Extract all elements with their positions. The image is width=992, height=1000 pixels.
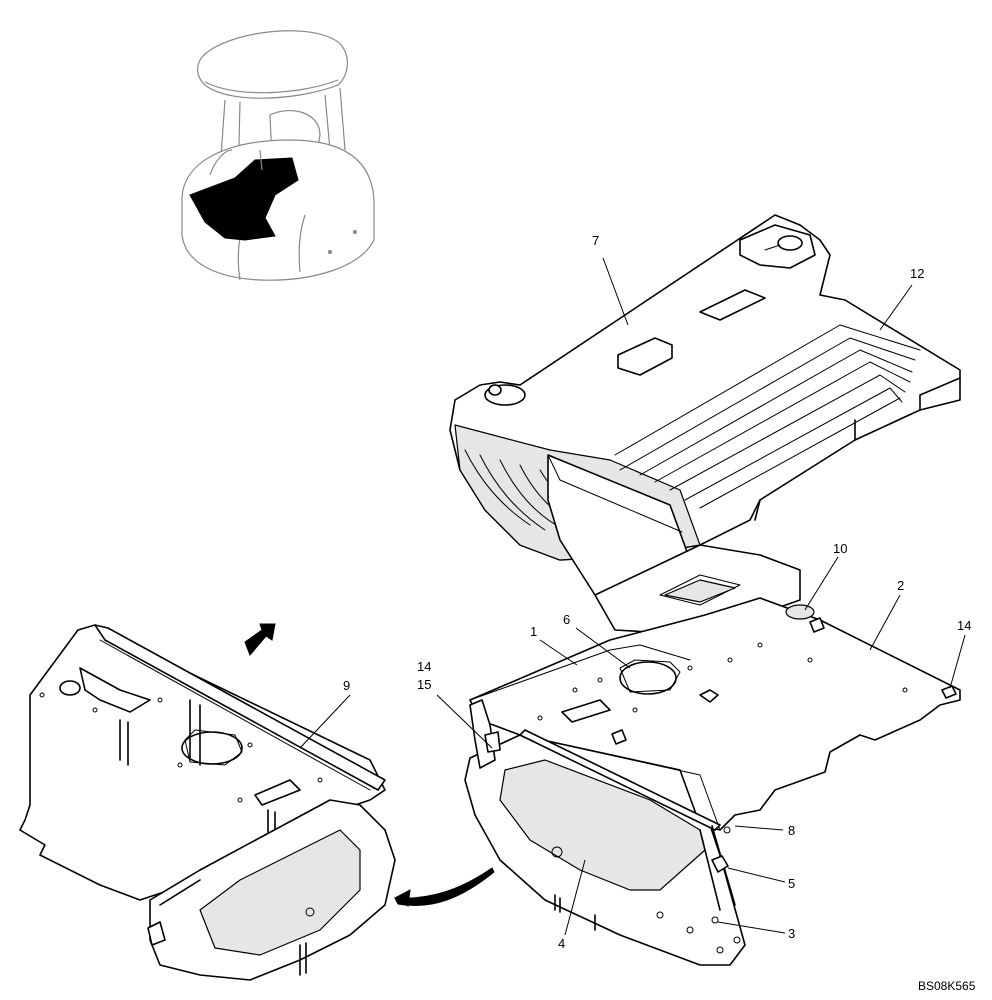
callout-1: 1 — [530, 624, 537, 639]
callout-8: 8 — [788, 823, 795, 838]
callout-2: 2 — [897, 578, 904, 593]
toe-plate-mat-4 — [499, 759, 706, 891]
callout-10: 10 — [833, 541, 847, 556]
callout-9: 9 — [343, 678, 350, 693]
callout-5: 5 — [788, 876, 795, 891]
toe-plate-assembly — [464, 699, 746, 966]
callout-6: 6 — [563, 612, 570, 627]
callout-12: 12 — [910, 266, 924, 281]
callout-7: 7 — [592, 233, 599, 248]
flip-arrow — [394, 867, 495, 907]
callout-3: 3 — [788, 926, 795, 941]
view-direction-arrow — [244, 623, 276, 656]
cab-locator-view — [181, 30, 375, 281]
drawing-code: BS08K565 — [918, 979, 976, 993]
floor-mat-assembly — [449, 214, 961, 636]
callout-14-left: 14 — [417, 659, 431, 674]
floor-highlight — [189, 157, 299, 241]
leader-lines — [299, 257, 966, 936]
callout-15: 15 — [417, 677, 431, 692]
callout-14-right: 14 — [957, 618, 971, 633]
underside-view — [19, 624, 396, 981]
callout-4: 4 — [558, 936, 565, 951]
